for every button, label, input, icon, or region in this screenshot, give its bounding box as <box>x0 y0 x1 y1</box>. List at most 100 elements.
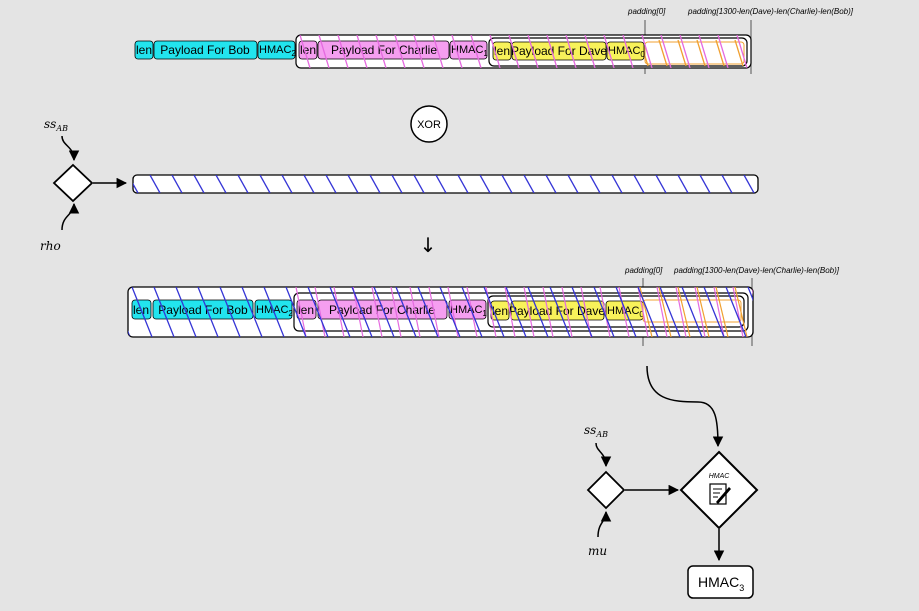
blue-stripe <box>435 175 447 193</box>
orange-stripe <box>715 40 725 66</box>
pink-stripe <box>565 35 577 68</box>
pink-stripe <box>756 35 766 68</box>
blue-stripe <box>391 175 403 193</box>
mu-label: mu <box>588 544 607 558</box>
pink-stripe <box>713 287 725 337</box>
dave-len-label: len <box>494 44 510 58</box>
blue-stripe <box>505 287 527 337</box>
pink-stripe <box>603 35 615 68</box>
result-blue-stripes <box>128 287 753 337</box>
pink-stripe <box>656 287 668 337</box>
pink-stripe <box>409 287 421 337</box>
pink-stripe <box>523 287 535 337</box>
blue-stripe <box>699 175 711 193</box>
blue-stripe <box>133 175 139 193</box>
orange-stripe <box>645 54 649 66</box>
shared-secret-label: ssAB <box>44 117 68 133</box>
pink-stripe <box>641 35 653 68</box>
pink-stripe <box>333 287 345 337</box>
blue-stripe <box>483 287 505 337</box>
pink-stripe <box>299 35 311 68</box>
blue-stripe <box>545 175 557 193</box>
result-charlie-envelope <box>293 292 749 332</box>
pink-stripe <box>675 287 687 337</box>
pink-stripe <box>394 35 406 68</box>
charlie-layer-stripes <box>299 35 766 68</box>
blue-stripe <box>171 175 183 193</box>
blue-stripe <box>413 175 425 193</box>
charlie-payload-label: Payload For Charlie <box>331 43 437 57</box>
result-row: padding[0] padding[1300-len(Dave)-len(Ch… <box>127 266 840 346</box>
result-padding-start-label: padding[0] <box>624 266 663 275</box>
blue-stripe <box>241 287 263 337</box>
pink-stripe <box>504 287 516 337</box>
mu-shared-secret-label: ssAB <box>584 423 608 439</box>
pink-stripe <box>356 35 368 68</box>
xor-operator <box>410 105 448 143</box>
orange-stripe <box>715 287 729 337</box>
pink-stripe <box>694 287 706 337</box>
pink-stripe <box>717 35 729 68</box>
result-down-arrow: ↓ <box>420 233 437 257</box>
blue-stripe <box>681 287 703 337</box>
result-padding-length-label: padding[1300-len(Dave)-len(Charlie)-len(… <box>673 266 840 275</box>
blue-stripe <box>611 175 623 193</box>
blue-stripe <box>461 287 483 337</box>
blue-stripe <box>593 287 615 337</box>
pink-stripe <box>736 35 748 68</box>
rho-keystream-generator: ssAB rho <box>40 117 128 253</box>
blue-stripe <box>175 287 197 337</box>
pink-stripe <box>618 287 630 337</box>
blue-stripe <box>747 287 753 337</box>
orange-stripe <box>734 287 748 337</box>
pink-stripe <box>413 35 425 68</box>
orange-stripe <box>677 287 691 337</box>
orange-stripe <box>754 287 766 337</box>
bob-payload-label: Payload For Bob <box>160 43 250 57</box>
pink-stripe <box>599 287 611 337</box>
pink-stripe <box>637 287 649 337</box>
pink-stripe <box>660 35 672 68</box>
output-hmac-box <box>687 565 754 599</box>
pink-stripe <box>371 287 383 337</box>
orange-stripe <box>677 40 687 66</box>
top-padding-cell <box>644 41 745 65</box>
blue-stripe <box>263 287 285 337</box>
pink-stripe <box>318 35 330 68</box>
blue-stripe <box>571 287 593 337</box>
blue-stripe <box>589 175 601 193</box>
blue-stripe <box>766 175 776 193</box>
bob-payload-cell <box>153 40 258 60</box>
result-charlie-len-label: len <box>298 303 314 317</box>
orange-stripe <box>696 40 706 66</box>
blue-stripe <box>215 175 227 193</box>
orange-stripe <box>734 40 744 66</box>
pink-stripe <box>489 35 501 68</box>
pink-stripe <box>622 35 634 68</box>
pink-stripe <box>451 35 463 68</box>
ss-arrow <box>61 135 80 162</box>
blue-stripe <box>659 287 681 337</box>
blue-stripe <box>703 287 725 337</box>
blue-stripe <box>725 287 747 337</box>
blue-stripe <box>567 175 579 193</box>
top-row: padding[0] padding[1300-len(Dave)-len(Ch… <box>134 7 854 74</box>
pink-stripe <box>527 35 539 68</box>
blue-stripe <box>329 287 351 337</box>
pink-stripe <box>337 35 349 68</box>
pink-stripe <box>679 35 691 68</box>
mu-prf-diamond <box>586 470 626 510</box>
blue-stripe <box>743 175 755 193</box>
pink-stripe <box>542 287 554 337</box>
result-dave-payload-label: Payload For Dave <box>509 304 605 318</box>
blue-stripe <box>131 287 153 337</box>
packet-to-hmac-arrow <box>646 365 724 448</box>
dave-payload-label: Payload For Dave <box>511 44 607 58</box>
blue-stripe <box>501 175 513 193</box>
blue-stripe <box>523 175 535 193</box>
blue-stripe <box>307 287 329 337</box>
blue-stripe <box>633 175 645 193</box>
blue-stripe <box>193 175 205 193</box>
charlie-hmac-cell <box>449 40 488 60</box>
